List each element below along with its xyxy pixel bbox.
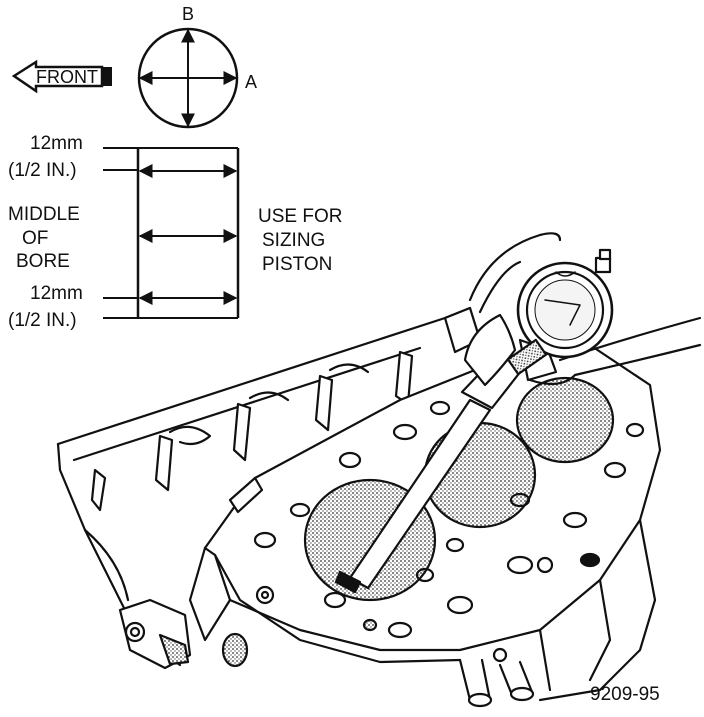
piston-label: PISTON: [262, 254, 332, 275]
middle-label-line3: BORE: [16, 251, 70, 272]
axis-b-label: B: [182, 4, 194, 24]
bore-axis-circle: B A: [137, 4, 257, 129]
middle-label-line2: OF: [22, 228, 48, 249]
front-label: FRONT: [36, 67, 98, 87]
front-arrow: FRONT: [11, 59, 112, 94]
bottom-half-inch-label: (1/2 IN.): [8, 310, 77, 331]
top-12mm-label: 12mm: [30, 133, 83, 154]
top-half-inch-label: (1/2 IN.): [8, 160, 77, 181]
figure-number: 9209-95: [590, 684, 660, 705]
engine-block-illustration: [56, 306, 662, 708]
use-for-label: USE FOR: [258, 206, 342, 227]
sizing-label: SIZING: [262, 230, 325, 251]
bottom-12mm-label: 12mm: [30, 283, 83, 304]
axis-a-label: A: [245, 72, 257, 92]
middle-label-line1: MIDDLE: [8, 204, 80, 225]
bore-cross-section: [103, 147, 240, 319]
bore-gauge-illustration: [334, 232, 702, 594]
